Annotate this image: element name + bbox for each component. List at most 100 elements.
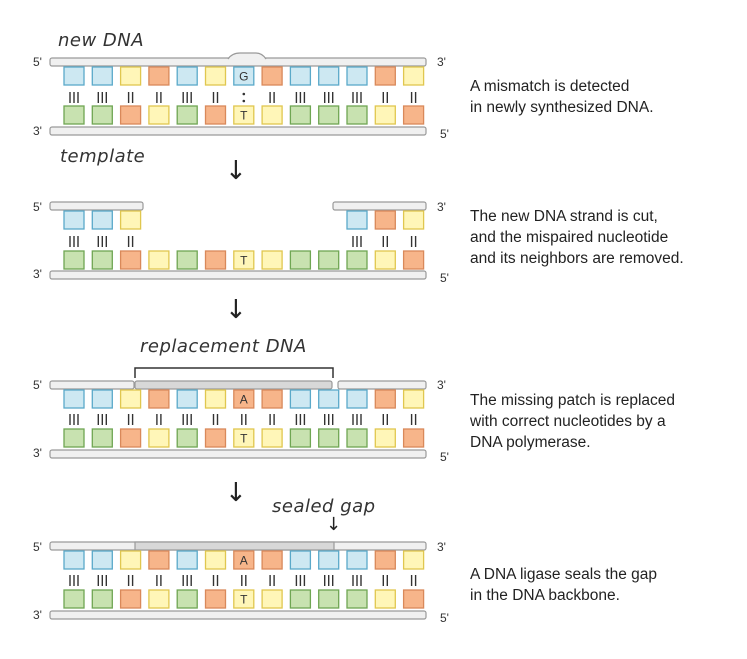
- nucleotide-block: [233, 66, 255, 86]
- base-pair-bond: [212, 414, 219, 425]
- nucleotide-block: [261, 428, 283, 448]
- step4-bottom-2: [119, 589, 142, 609]
- base-letter: A: [240, 554, 248, 568]
- step3-top-3: [148, 389, 170, 409]
- step3-bottom-9: [318, 428, 340, 448]
- step4-top-3prime: 3': [437, 540, 446, 554]
- step4-caption: A DNA ligase seals the gap in the DNA ba…: [470, 566, 657, 604]
- base-pair-bond: [212, 92, 219, 103]
- step4-top-5: [204, 550, 227, 570]
- base-pair-bond: [212, 575, 219, 586]
- nucleotide-block: [289, 428, 312, 448]
- step4-bottom-0: [63, 589, 85, 609]
- step3-bottom-12: [402, 428, 425, 448]
- step2-bottom-5prime: 5': [440, 271, 449, 285]
- step3-top-11: [374, 389, 396, 409]
- step3-bottom-4: [176, 428, 198, 448]
- step2-top-5prime: 5': [33, 200, 42, 214]
- step3-top-5: [204, 389, 227, 409]
- step1-bottom-1: [91, 105, 113, 125]
- nucleotide-block: [148, 250, 170, 270]
- step1-bottom-3: [148, 105, 170, 125]
- base-pair-bond: [410, 575, 417, 586]
- step4-bottom-11: [374, 589, 396, 609]
- nucleotide-block: [346, 589, 368, 609]
- base-pair-bond: [352, 414, 362, 425]
- step2-top-left-1: [91, 210, 113, 230]
- step4-top-5prime: 5': [33, 540, 42, 554]
- nucleotide-block: [204, 550, 227, 570]
- nucleotide-block: [176, 66, 198, 86]
- nucleotide-block: [346, 210, 368, 230]
- base-letter: G: [239, 70, 248, 84]
- base-pair-bond: [69, 236, 79, 247]
- base-pair-bond: [295, 92, 306, 103]
- step4-bottom-10: [346, 589, 368, 609]
- step4-top-7: [261, 550, 283, 570]
- nucleotide-block: [346, 66, 368, 86]
- nucleotide-block: [289, 66, 312, 86]
- nucleotide-block: [148, 428, 170, 448]
- step4-top-2: [119, 550, 142, 570]
- step3-top-10: [346, 389, 368, 409]
- nucleotide-block: [119, 210, 142, 230]
- nucleotide-block: [261, 389, 283, 409]
- step4-bottom-3prime: 3': [33, 608, 42, 622]
- base-letter: A: [240, 393, 248, 407]
- nucleotide-block: [374, 550, 396, 570]
- nucleotide-block: [91, 66, 113, 86]
- nucleotide-block: [119, 550, 142, 570]
- nucleotide-block: [318, 105, 340, 125]
- step4-bottom-5: [204, 589, 227, 609]
- nucleotide-block: [261, 550, 283, 570]
- base-pair-bond: [127, 236, 134, 247]
- nucleotide-block: [289, 389, 312, 409]
- nucleotide-block: [91, 250, 113, 270]
- nucleotide-block: [374, 589, 396, 609]
- step1-bottom-3prime: 3': [33, 124, 42, 138]
- base-letter: T: [240, 593, 248, 607]
- nucleotide-block: [318, 250, 340, 270]
- base-pair-bond: [241, 414, 247, 425]
- nucleotide-block: [148, 389, 170, 409]
- base-pair-bond: [269, 575, 275, 586]
- base-pair-bond: [182, 414, 192, 425]
- replacement-dna-label: replacement DNA: [140, 336, 307, 357]
- nucleotide-block: [233, 250, 255, 270]
- nucleotide-block: [204, 589, 227, 609]
- base-letter: T: [240, 254, 248, 268]
- step1-bottom-11: [374, 105, 396, 125]
- nucleotide-block: [63, 428, 85, 448]
- nucleotide-block: [318, 589, 340, 609]
- nucleotide-block: [402, 589, 425, 609]
- step1-bottom-0: [63, 105, 85, 125]
- nucleotide-block: [374, 105, 396, 125]
- nucleotide-block: [374, 250, 396, 270]
- step4-top-0: [63, 550, 85, 570]
- nucleotide-block: [91, 589, 113, 609]
- base-pair-bond: [324, 414, 334, 425]
- nucleotide-block: [91, 428, 113, 448]
- step4-top-12: [402, 550, 425, 570]
- step3-bottom-7: [261, 428, 283, 448]
- base-pair-bond: [410, 236, 417, 247]
- base-pair-bond: [182, 92, 192, 103]
- nucleotide-block: [261, 589, 283, 609]
- down-arrow-icon: ↓: [225, 478, 247, 508]
- step2-bottom-11: [374, 250, 396, 270]
- nucleotide-block: [119, 389, 142, 409]
- step2-bottom-8: [289, 250, 312, 270]
- step1-top-5prime: 5': [33, 55, 42, 69]
- nucleotide-block: [63, 210, 85, 230]
- step3-top-5prime: 5': [33, 378, 42, 392]
- step3-bottom-0: [63, 428, 85, 448]
- step2-top-3prime: 3': [437, 200, 446, 214]
- nucleotide-block: [119, 250, 142, 270]
- base-pair-bond: [241, 575, 247, 586]
- step2-caption: The new DNA strand is cut, and the mispa…: [470, 208, 684, 267]
- step3-bottom-5: [204, 428, 227, 448]
- base-pair-bond: [269, 414, 275, 425]
- step4-bottom-8: [289, 589, 312, 609]
- step2-bottom-4: [176, 250, 198, 270]
